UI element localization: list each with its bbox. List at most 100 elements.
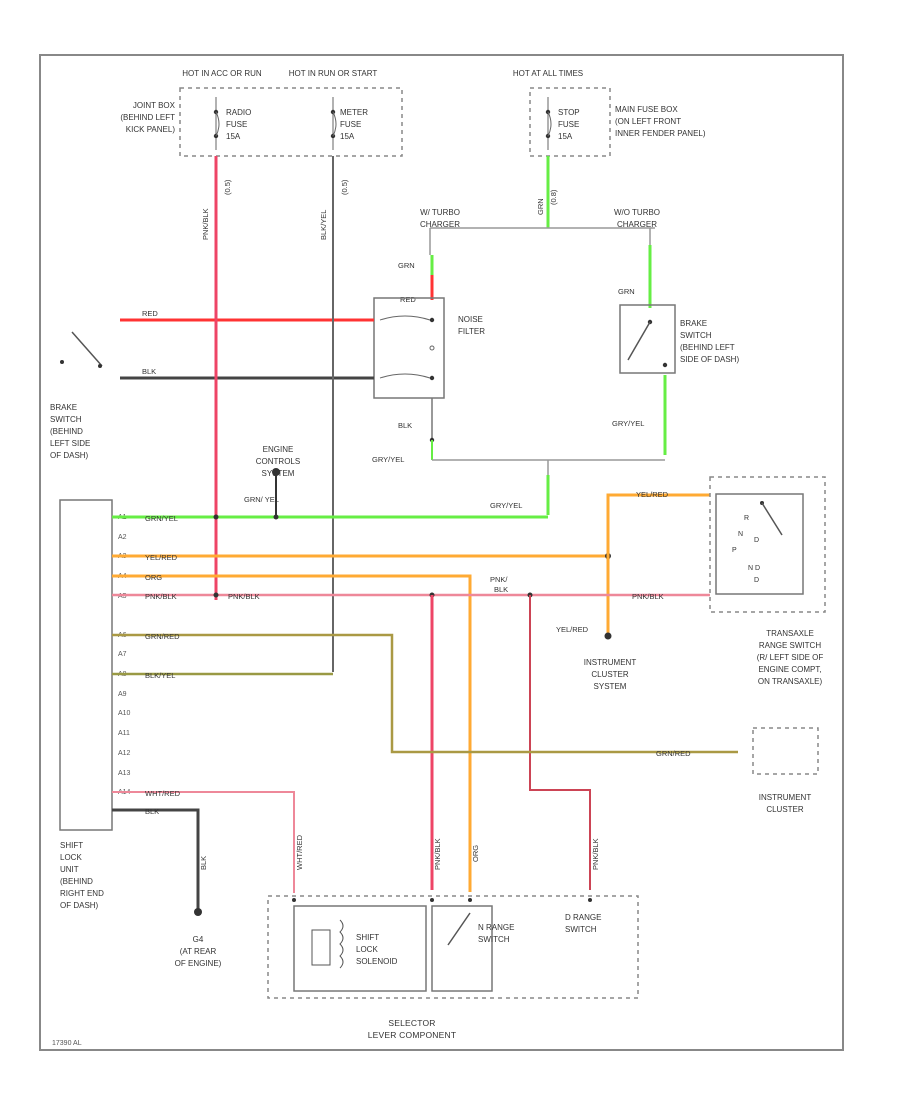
- shift-lock-solenoid-label: SHIFT LOCK SOLENOID: [356, 933, 398, 966]
- a5-pnkblk-label: PNK/BLK: [145, 592, 177, 601]
- figure-id: 17390 AL: [52, 1040, 82, 1047]
- svg-text:LEFT SIDE: LEFT SIDE: [50, 439, 90, 448]
- svg-text:(ON LEFT FRONT: (ON LEFT FRONT: [615, 117, 681, 126]
- svg-text:GRN/ YEL: GRN/ YEL: [244, 495, 279, 504]
- shift-lock-unit-label: SHIFT LOCK UNIT (BEHIND RIGHT END OF DAS…: [60, 841, 104, 910]
- a4-org-wire: [112, 574, 472, 892]
- svg-text:15A: 15A: [340, 132, 355, 141]
- svg-text:INSTRUMENT: INSTRUMENT: [584, 658, 637, 667]
- svg-text:SWITCH: SWITCH: [50, 415, 82, 424]
- svg-text:BLK: BLK: [494, 585, 508, 594]
- cluster-grnred-label: GRN/RED: [656, 749, 691, 758]
- svg-text:D RANGE: D RANGE: [565, 913, 601, 922]
- svg-text:D: D: [754, 537, 759, 544]
- transaxle-switch-inner: [715, 493, 804, 595]
- svg-text:LOCK: LOCK: [356, 945, 378, 954]
- ground-blk-label: BLK: [199, 856, 208, 870]
- hot-acc-label: HOT IN ACC OR RUN: [182, 69, 262, 78]
- svg-text:P: P: [732, 547, 737, 554]
- svg-text:(0.8): (0.8): [549, 189, 558, 205]
- brake-switch-left-label: BRAKE SWITCH (BEHIND LEFT SIDE OF DASH): [50, 403, 90, 460]
- main-fuse-box-label: MAIN FUSE BOX (ON LEFT FRONT INNER FENDE…: [615, 105, 706, 138]
- stop-fuse-label: STOP FUSE 15A: [558, 108, 580, 141]
- noise-filter-label: NOISE FILTER: [458, 315, 485, 336]
- n-range-switch-label: N RANGE SWITCH: [478, 923, 514, 944]
- a8-blkyel-label: BLK/YEL: [145, 671, 175, 680]
- a13-whtred-wire: [112, 791, 295, 893]
- selector-label: SELECTOR LEVER COMPONENT: [368, 1018, 456, 1040]
- svg-text:GRN: GRN: [536, 198, 545, 215]
- svg-text:LOCK: LOCK: [60, 853, 82, 862]
- diagram-frame: [39, 54, 844, 1051]
- brake-left-blk-label: BLK: [142, 367, 156, 376]
- transaxle-switch-positions: R N D P N D D: [732, 515, 760, 584]
- svg-text:SWITCH: SWITCH: [680, 331, 712, 340]
- hot-at-all-label: HOT AT ALL TIMES: [513, 69, 583, 78]
- noise-filter-blk-label: BLK: [398, 421, 412, 430]
- ground-label: G4 (AT REAR OF ENGINE): [175, 935, 222, 968]
- svg-text:SHIFT: SHIFT: [60, 841, 83, 850]
- svg-text:CHARGER: CHARGER: [617, 220, 657, 229]
- svg-text:PNK/: PNK/: [490, 575, 508, 584]
- svg-text:OF DASH): OF DASH): [60, 901, 99, 910]
- n-range-switch-blade: [447, 912, 471, 946]
- stop-fuse-wire-label: (0.8) GRN: [536, 189, 558, 215]
- selector-lever-dashed: [267, 895, 639, 999]
- noise-filter-grn-label: GRN: [398, 261, 415, 270]
- main-fuse-box-dashed: [529, 87, 611, 157]
- d-range-pink-label: PNK/BLK: [591, 838, 600, 870]
- svg-text:ON TRANSAXLE): ON TRANSAXLE): [758, 677, 823, 686]
- svg-text:FILTER: FILTER: [458, 327, 485, 336]
- engine-controls-connector: [272, 468, 280, 476]
- svg-text:INNER FENDER PANEL): INNER FENDER PANEL): [615, 129, 706, 138]
- noise-filter-box: [373, 297, 445, 399]
- svg-text:A12: A12: [118, 750, 131, 757]
- svg-text:N RANGE: N RANGE: [478, 923, 514, 932]
- a1-grnyel-label: GRN/YEL: [145, 514, 178, 523]
- svg-text:(BEHIND LEFT: (BEHIND LEFT: [120, 113, 175, 122]
- brake-switch-right-box: [619, 304, 676, 374]
- radio-wire-labels: PNK/BLK (0.5): [201, 179, 232, 240]
- radio-fuse-symbol: [213, 97, 220, 150]
- brake-switch-right-blade: [627, 321, 651, 361]
- svg-text:OF DASH): OF DASH): [50, 451, 89, 460]
- svg-text:A11: A11: [118, 730, 130, 737]
- instrument-cluster-system-label: INSTRUMENT CLUSTER SYSTEM: [584, 658, 637, 691]
- svg-text:BRAKE: BRAKE: [50, 403, 77, 412]
- svg-text:CONTROLS: CONTROLS: [256, 457, 300, 466]
- noise-filter-red-label: RED: [400, 295, 416, 304]
- transaxle-yelred-label: YEL/RED: [636, 490, 669, 499]
- svg-text:N: N: [738, 531, 743, 538]
- svg-text:A9: A9: [118, 691, 127, 698]
- svg-text:W/O TURBO: W/O TURBO: [614, 208, 660, 217]
- ground-symbol: [194, 908, 202, 916]
- svg-text:(0.5): (0.5): [340, 179, 349, 195]
- w-turbo-label: W/ TURBO CHARGER: [420, 208, 460, 229]
- svg-text:SOLENOID: SOLENOID: [356, 957, 398, 966]
- brake-switch-right-label: BRAKE SWITCH (BEHIND LEFT SIDE OF DASH): [680, 319, 739, 364]
- svg-text:SIDE OF DASH): SIDE OF DASH): [680, 355, 739, 364]
- meter-fuse-label: METER FUSE 15A: [340, 108, 368, 141]
- svg-text:SYSTEM: SYSTEM: [594, 682, 627, 691]
- svg-text:KICK PANEL): KICK PANEL): [126, 125, 176, 134]
- svg-text:A10: A10: [118, 710, 131, 717]
- svg-text:OF ENGINE): OF ENGINE): [175, 959, 222, 968]
- meter-fuse-symbol: [330, 97, 337, 150]
- a6-grnred-wire: [112, 633, 738, 754]
- a4-org-label: ORG: [145, 573, 162, 582]
- hot-run-label: HOT IN RUN OR START: [289, 69, 378, 78]
- brake-switch-left-symbol: [60, 331, 103, 368]
- svg-text:BLK/YEL: BLK/YEL: [319, 210, 328, 240]
- svg-text:SELECTOR: SELECTOR: [388, 1018, 435, 1028]
- svg-text:RADIO: RADIO: [226, 108, 251, 117]
- svg-text:R: R: [744, 515, 749, 522]
- svg-text:RIGHT END: RIGHT END: [60, 889, 104, 898]
- instrument-cluster-label: INSTRUMENT CLUSTER: [759, 793, 812, 814]
- d-range-switch-label: D RANGE SWITCH: [565, 913, 601, 934]
- radio-fuse-label: RADIO FUSE 15A: [226, 108, 251, 141]
- solenoid-coil: [311, 929, 331, 966]
- a3-yelred-label: YEL/RED: [145, 553, 178, 562]
- svg-text:SWITCH: SWITCH: [565, 925, 597, 934]
- transaxle-switch-blade: [761, 502, 783, 536]
